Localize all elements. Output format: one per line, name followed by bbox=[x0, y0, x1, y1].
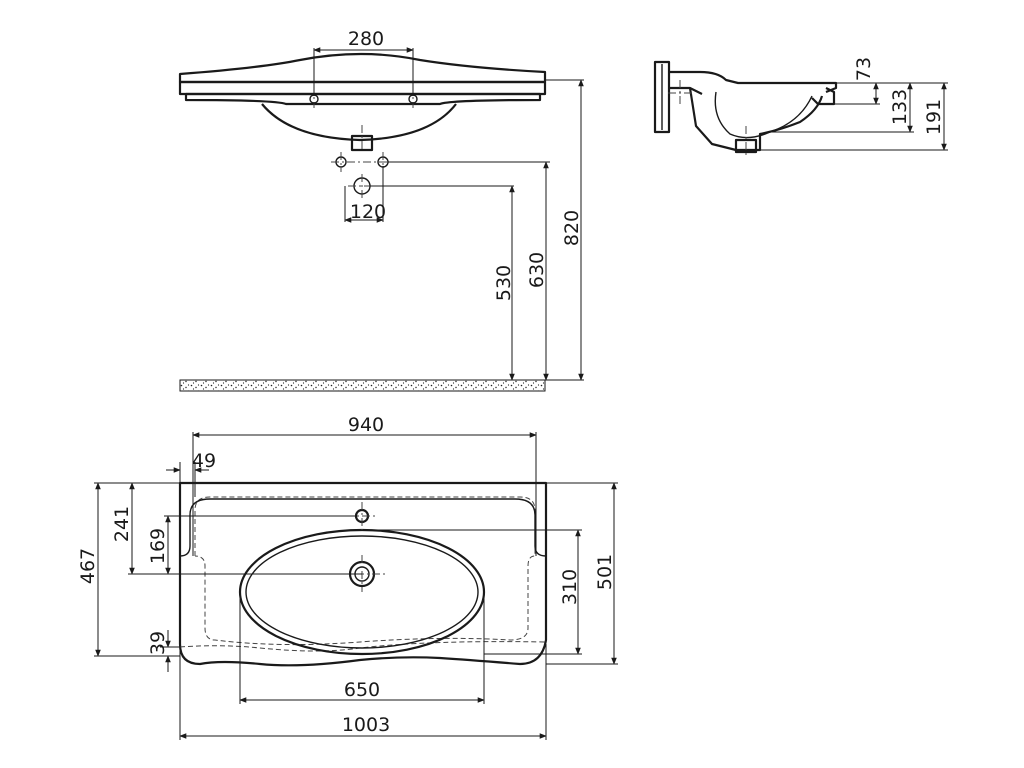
front-basin-band bbox=[178, 80, 547, 96]
dim-940-label: 940 bbox=[348, 414, 384, 436]
dim-630-label: 630 bbox=[526, 252, 548, 288]
dim-73-label: 73 bbox=[853, 57, 875, 81]
dim-501-label: 501 bbox=[594, 554, 616, 590]
dim-39-label: 39 bbox=[147, 631, 169, 655]
side-bowl-outer bbox=[688, 87, 824, 152]
floor-line bbox=[179, 379, 546, 392]
top-deck-edge bbox=[179, 498, 547, 557]
dim-241-label: 241 bbox=[111, 506, 133, 542]
dim-169-label: 169 bbox=[147, 528, 169, 564]
top-front-edge-dashed bbox=[179, 641, 547, 652]
top-bowl-inner bbox=[245, 535, 479, 649]
side-bowl-inner bbox=[714, 91, 813, 139]
dim-191-label: 191 bbox=[923, 99, 945, 135]
front-basin-skirt bbox=[184, 92, 542, 106]
dim-310-label: 310 bbox=[559, 569, 581, 605]
dim-120-label: 120 bbox=[350, 201, 386, 223]
dim-1003-label: 1003 bbox=[342, 714, 390, 736]
front-view: 280 120 530 630 820 bbox=[178, 28, 584, 392]
front-basin-rim bbox=[178, 52, 547, 84]
top-view: 940 49 467 241 169 39 310 bbox=[77, 414, 618, 740]
dim-530-label: 530 bbox=[493, 265, 515, 301]
dim-280-label: 280 bbox=[348, 28, 384, 50]
top-basin-outline bbox=[178, 481, 548, 667]
dim-820-label: 820 bbox=[561, 210, 583, 246]
side-drain bbox=[734, 138, 758, 154]
dim-650-label: 650 bbox=[344, 679, 380, 701]
dim-467-label: 467 bbox=[77, 548, 99, 584]
side-view: 73 133 191 bbox=[653, 57, 948, 156]
dim-49-label: 49 bbox=[192, 450, 216, 472]
side-rim-top bbox=[669, 70, 838, 94]
front-bowl-underside bbox=[261, 103, 457, 142]
top-deck-inner bbox=[194, 496, 536, 646]
side-front-lip bbox=[811, 87, 836, 106]
dim-133-label: 133 bbox=[889, 89, 911, 125]
side-wall-plate bbox=[653, 60, 671, 134]
